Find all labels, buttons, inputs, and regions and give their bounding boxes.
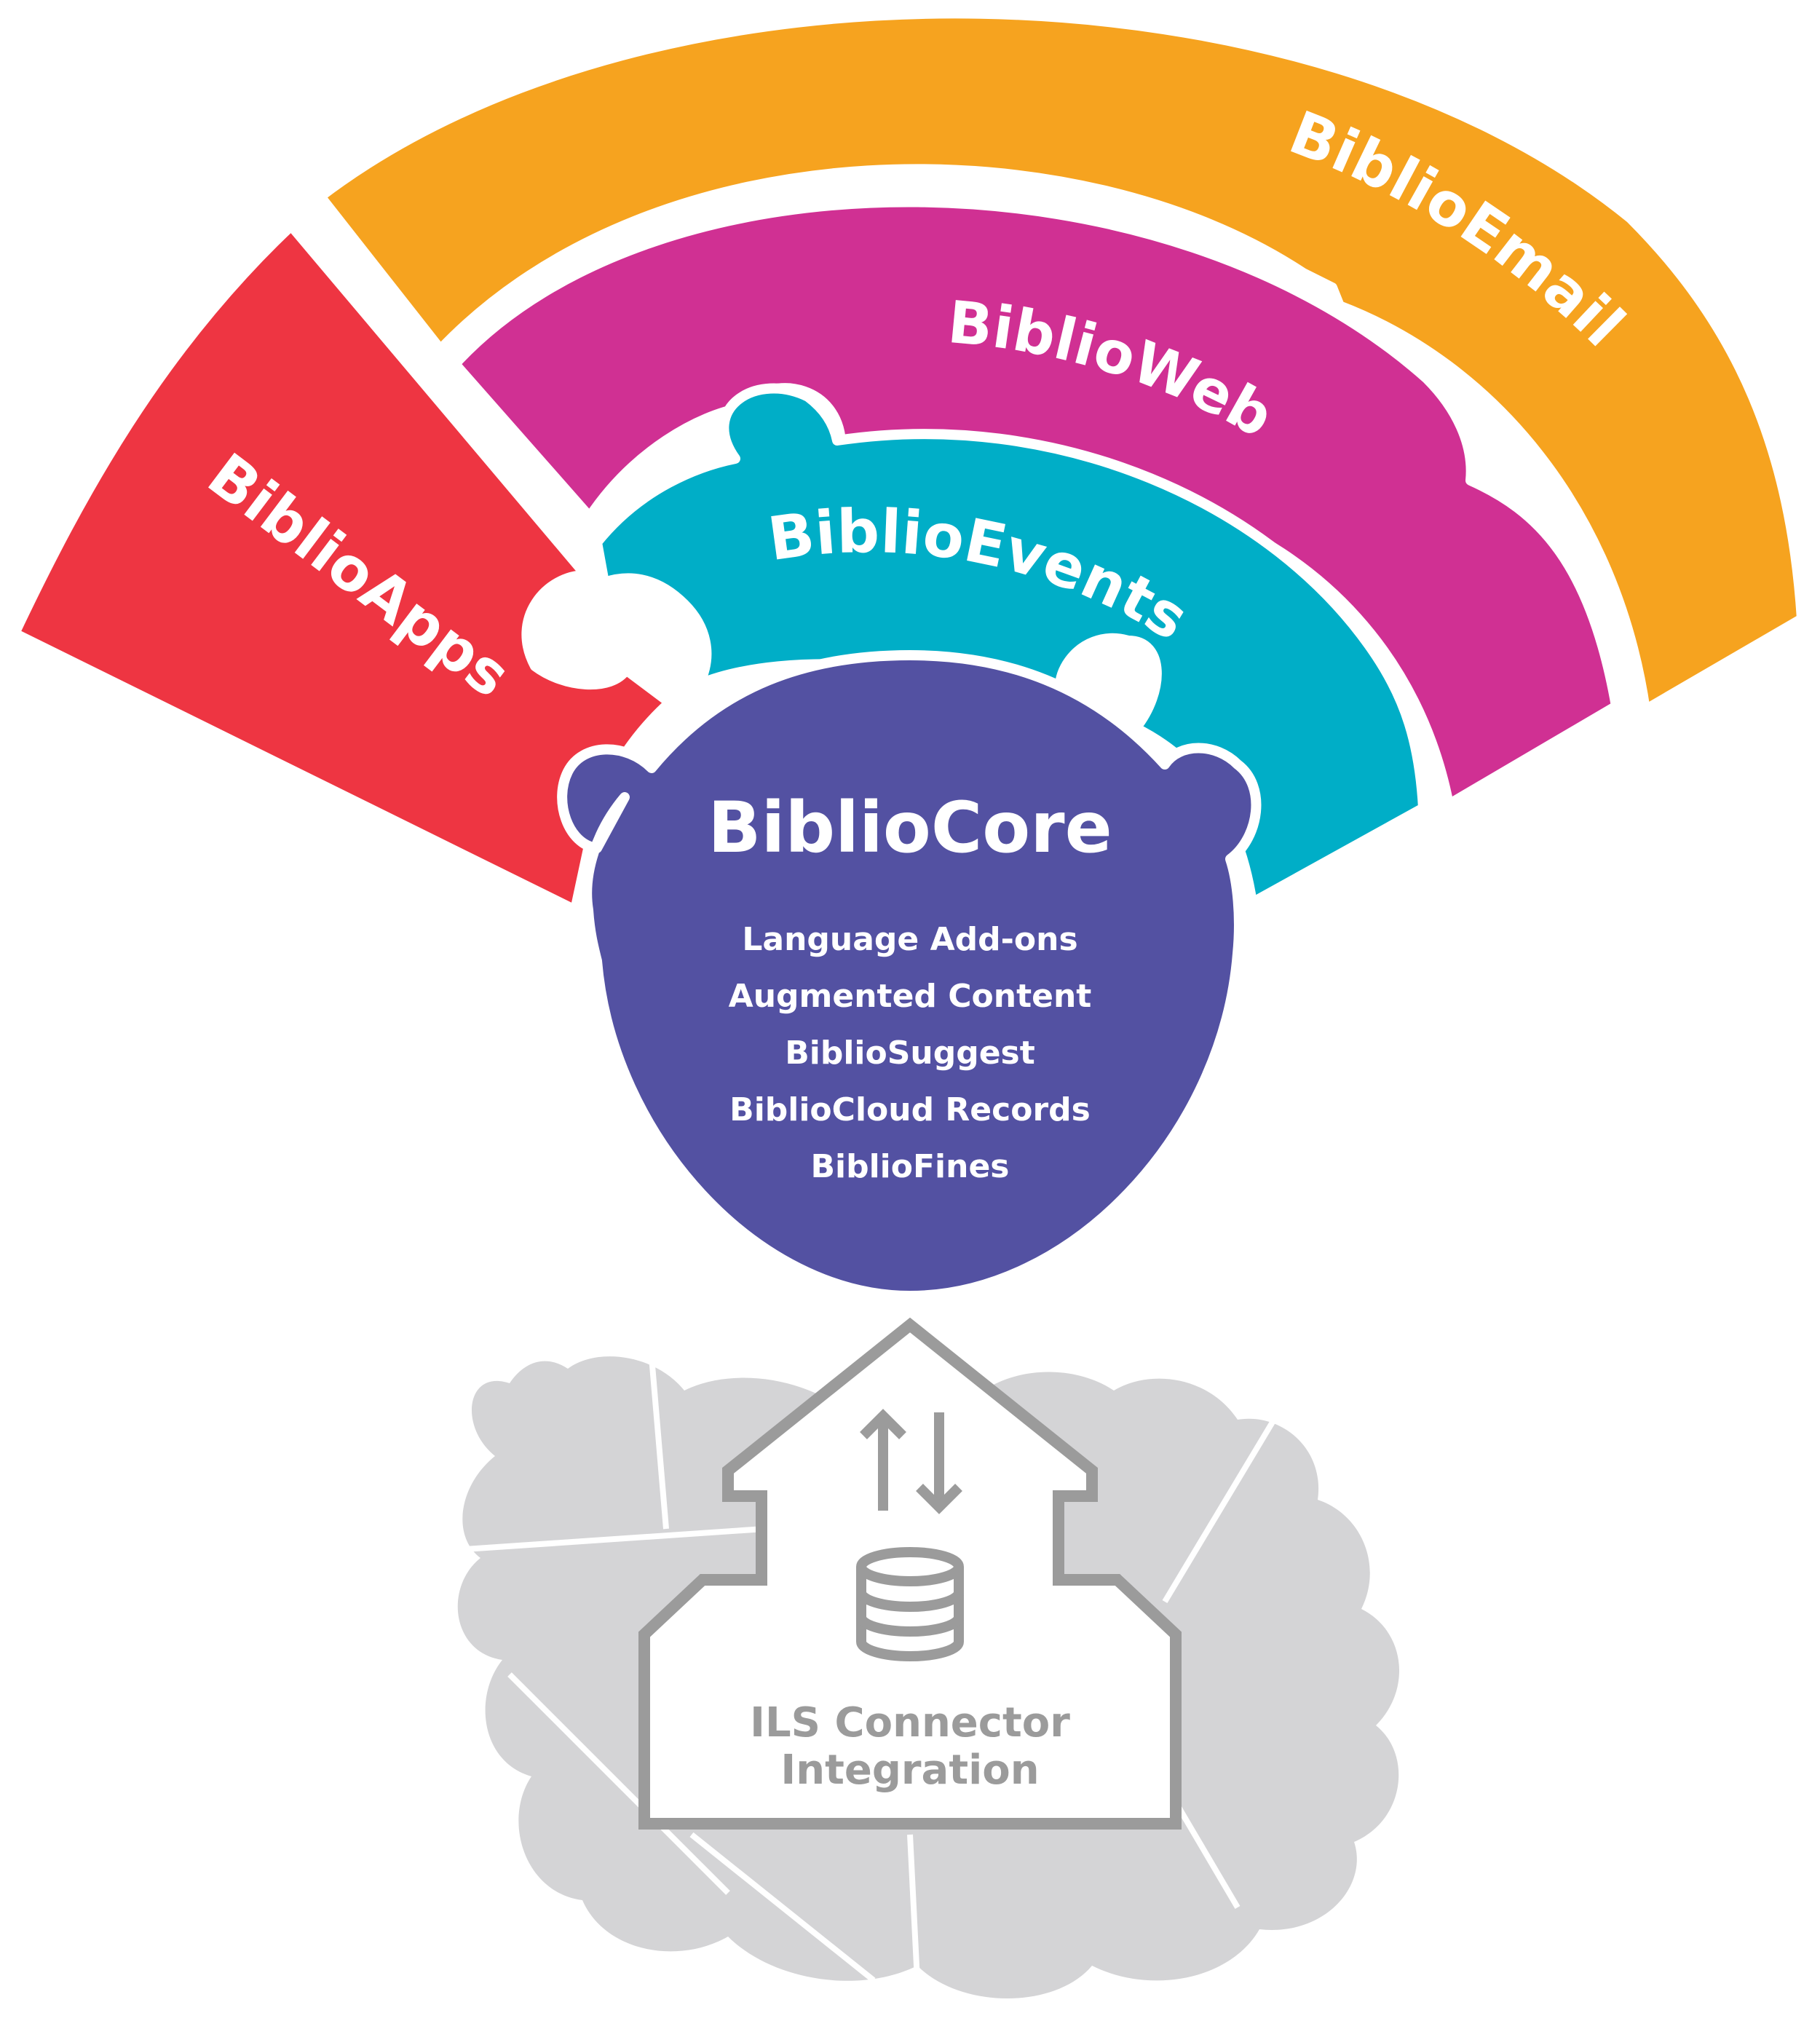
core-item-bibliosuggest: BiblioSuggest <box>785 1035 1035 1072</box>
core-item-augmented-content: Augmented Content <box>729 978 1092 1015</box>
biblio-core-title: BiblioCore <box>708 787 1112 869</box>
segment-biblio-apps[interactable]: BiblioApps <box>9 221 675 915</box>
ils-label-line1: ILS Connector <box>750 1699 1070 1747</box>
ils-label-line2: Integration <box>780 1747 1039 1794</box>
core-item-language-add-ons: Language Add-ons <box>742 921 1077 958</box>
house-outline-icon <box>638 1317 1182 1830</box>
database-icon <box>856 1547 964 1661</box>
up-down-arrows-icon <box>860 1409 962 1514</box>
segment-biblio-core[interactable]: BiblioCore Language Add-ons Augmented Co… <box>557 650 1262 1301</box>
segment-biblio-web[interactable]: BiblioWeb <box>450 197 1621 810</box>
core-item-bibliofines: BiblioFines <box>810 1148 1009 1185</box>
map-roads <box>443 1339 1277 1983</box>
core-item-bibliocloud-records: BiblioCloud Records <box>729 1091 1091 1128</box>
